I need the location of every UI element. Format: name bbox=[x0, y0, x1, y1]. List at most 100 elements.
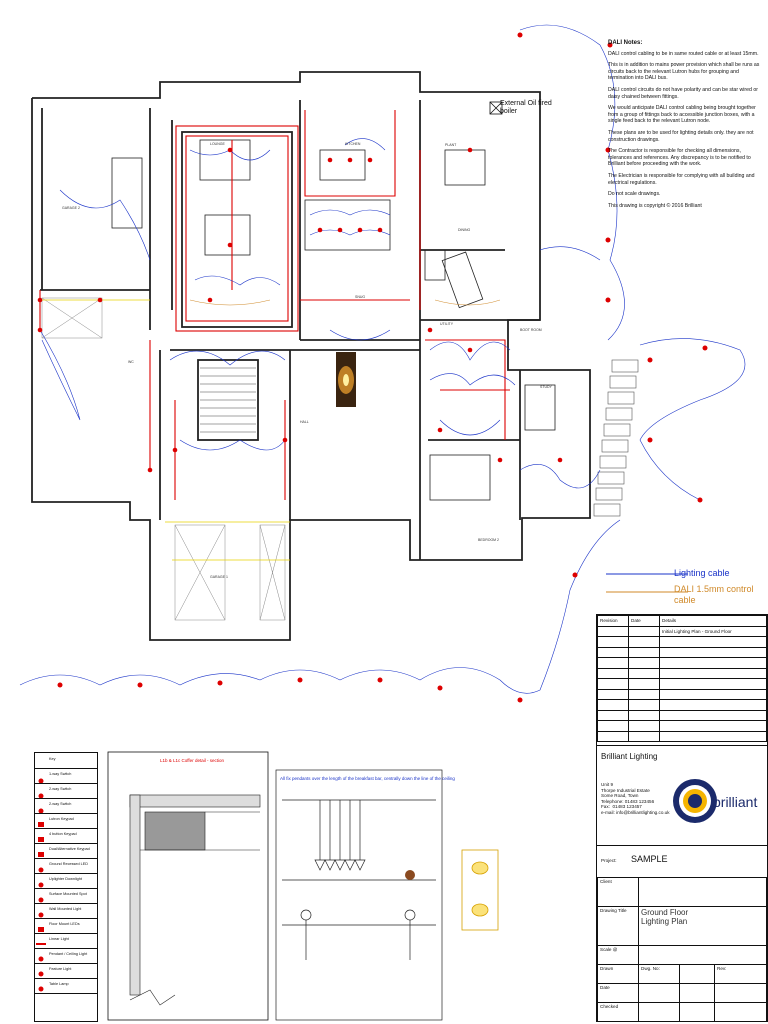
room-label-garage-1: GARAGE 1 bbox=[210, 575, 228, 579]
symbol-icons bbox=[36, 778, 46, 992]
note-paragraph: We would anticipate DALI control cabling… bbox=[608, 105, 756, 125]
revision-row-empty bbox=[597, 699, 767, 711]
note-paragraph: DALI control cabling to be in same route… bbox=[608, 50, 759, 57]
revision-header-row: Revision Date Details bbox=[597, 615, 767, 627]
symbol-row: 2-way Switch bbox=[35, 798, 97, 814]
revision-row-empty bbox=[597, 678, 767, 690]
logo-wordmark: brilliant bbox=[713, 794, 757, 810]
rev-header-details: Details bbox=[659, 615, 767, 627]
symbol-row: 4 button Keypad bbox=[35, 828, 97, 844]
kitchen-elevation-drawing bbox=[275, 769, 443, 1021]
kitchen-detail-title: All fix pendants over the length of the … bbox=[280, 776, 455, 781]
coffer-detail-drawing bbox=[107, 751, 269, 1021]
rev-header-date: Date bbox=[628, 615, 660, 627]
note-paragraph: Do not scale drawings. bbox=[608, 191, 661, 198]
note-paragraph: These plans are to be used for lighting … bbox=[608, 129, 754, 143]
checked-label: Checked bbox=[597, 1002, 639, 1022]
symbol-row: Lutron Keypad bbox=[35, 813, 97, 829]
external-steps bbox=[593, 359, 639, 517]
legend-dali-label: DALI 1.5mm control cable bbox=[674, 584, 754, 605]
legend-lighting-label: Lighting cable bbox=[674, 568, 730, 578]
drawing-number-label: Dwg. No: bbox=[638, 964, 680, 984]
symbol-row: Surface Mounted Spot bbox=[35, 888, 97, 904]
rev-cell bbox=[597, 625, 629, 637]
revision-row-empty bbox=[597, 688, 767, 700]
note-paragraph: This is in addition to mains power provi… bbox=[608, 62, 760, 82]
revision-row-empty bbox=[597, 636, 767, 648]
dali-notes: DALI Notes: DALI control cabling to be i… bbox=[608, 40, 764, 214]
room-label-garage-2: GARAGE 2 bbox=[62, 206, 80, 210]
drawing-title-label: Drawing Title bbox=[597, 906, 639, 946]
room-label-utility: UTILITY bbox=[440, 322, 454, 326]
symbol-row: Table Lamp bbox=[35, 978, 97, 994]
revision-row-empty bbox=[597, 657, 767, 669]
rev-header-revision: Revision bbox=[597, 615, 629, 627]
building-walls bbox=[31, 71, 591, 641]
revision-row-empty bbox=[597, 730, 767, 742]
room-label-hall: HALL bbox=[300, 420, 309, 424]
revision-row-empty bbox=[597, 646, 767, 658]
symbol-row: 1-way Switch bbox=[35, 768, 97, 784]
revision-table: Revision Date Details Initial Lighting P… bbox=[597, 615, 767, 742]
symbol-row: Ground Recessed LED bbox=[35, 858, 97, 874]
room-label-lounge: LOUNGE bbox=[210, 142, 225, 146]
client-label: Client bbox=[597, 877, 639, 907]
notes-heading: DALI Notes: bbox=[608, 40, 643, 46]
symbol-row: Uplighter Downlight bbox=[35, 873, 97, 889]
room-label-study: STUDY bbox=[540, 385, 552, 389]
brilliant-logo: brilliant bbox=[673, 779, 757, 823]
rev-cell bbox=[628, 625, 660, 637]
project-value: SAMPLE bbox=[631, 854, 668, 864]
drawn-label: Drawn bbox=[597, 964, 639, 984]
note-paragraph: The Electrician is responsible for compl… bbox=[608, 172, 755, 186]
dali-cable-orange bbox=[189, 299, 501, 306]
kitchen-fixtures bbox=[111, 139, 556, 501]
symbol-row: Pendant / Ceiling Light bbox=[35, 948, 97, 964]
note-paragraph: This drawing is copyright © 2016 Brillia… bbox=[608, 202, 702, 209]
room-label-plant: PLANT bbox=[445, 143, 457, 147]
title-block: Revision Date Details Initial Lighting P… bbox=[596, 614, 768, 1022]
pendant-elevation bbox=[405, 870, 415, 880]
date-label: Date bbox=[597, 983, 639, 1003]
symbol-row: Floor Mount LEDs bbox=[35, 918, 97, 934]
light-fixture-symbols bbox=[37, 32, 708, 703]
rev-label: Rev: bbox=[714, 964, 767, 984]
drawing-title-value: Ground Floor Lighting Plan bbox=[638, 906, 767, 946]
symbol-key: Key 1-way Switch 2-way Switch 2-way Swit… bbox=[34, 752, 98, 1022]
lighting-circuit-red bbox=[39, 110, 510, 500]
company-name: Brilliant Lighting bbox=[601, 752, 658, 761]
company-address: Unit 9 Thorpe Industrial Estate Some Roa… bbox=[601, 782, 670, 815]
room-label-wc: WC bbox=[128, 360, 134, 364]
pendant-detail bbox=[461, 849, 499, 931]
symbol-row: Feature Light bbox=[35, 963, 97, 979]
boiler-label: External Oil fired boiler bbox=[500, 100, 552, 115]
beam-lines bbox=[42, 299, 290, 561]
project-label: Project: bbox=[601, 858, 617, 863]
symbol-row: Dual/Alternative Keypad bbox=[35, 843, 97, 859]
staircase bbox=[200, 367, 256, 433]
rev-cell: Initial Lighting Plan - Ground Floor bbox=[659, 625, 767, 637]
room-label-bedroom-2: BEDROOM 2 bbox=[478, 538, 500, 542]
scale-label: Scale @ bbox=[597, 945, 639, 965]
garage-doors bbox=[41, 297, 286, 621]
revision-row-empty bbox=[597, 720, 767, 732]
room-label-kitchen: KITCHEN bbox=[345, 142, 361, 146]
room-label-dining: DINING bbox=[458, 228, 471, 232]
coffer-detail-title: L1b & L1c Coffer detail - section bbox=[160, 758, 224, 763]
revision-row-empty bbox=[597, 709, 767, 721]
revision-row-empty bbox=[597, 667, 767, 679]
note-paragraph: DALI control circuits do not have polari… bbox=[608, 86, 758, 100]
room-label-snug: SNUG bbox=[355, 295, 366, 299]
symbol-row: 2-way Switch bbox=[35, 783, 97, 799]
boiler-symbol bbox=[489, 101, 503, 115]
symbol-row: Key bbox=[35, 753, 97, 769]
revision-row: Initial Lighting Plan - Ground Floor bbox=[597, 625, 767, 637]
company-block: Brilliant Lighting Unit 9 Thorpe Industr… bbox=[597, 745, 767, 846]
note-paragraph: The Contractor is responsible for checki… bbox=[608, 148, 751, 168]
symbol-row: Linear Light bbox=[35, 933, 97, 949]
room-label-boot-room: BOOT ROOM bbox=[520, 328, 542, 332]
project-block: Project: SAMPLE bbox=[597, 845, 767, 878]
symbol-row: Wall Mounted Light bbox=[35, 903, 97, 919]
